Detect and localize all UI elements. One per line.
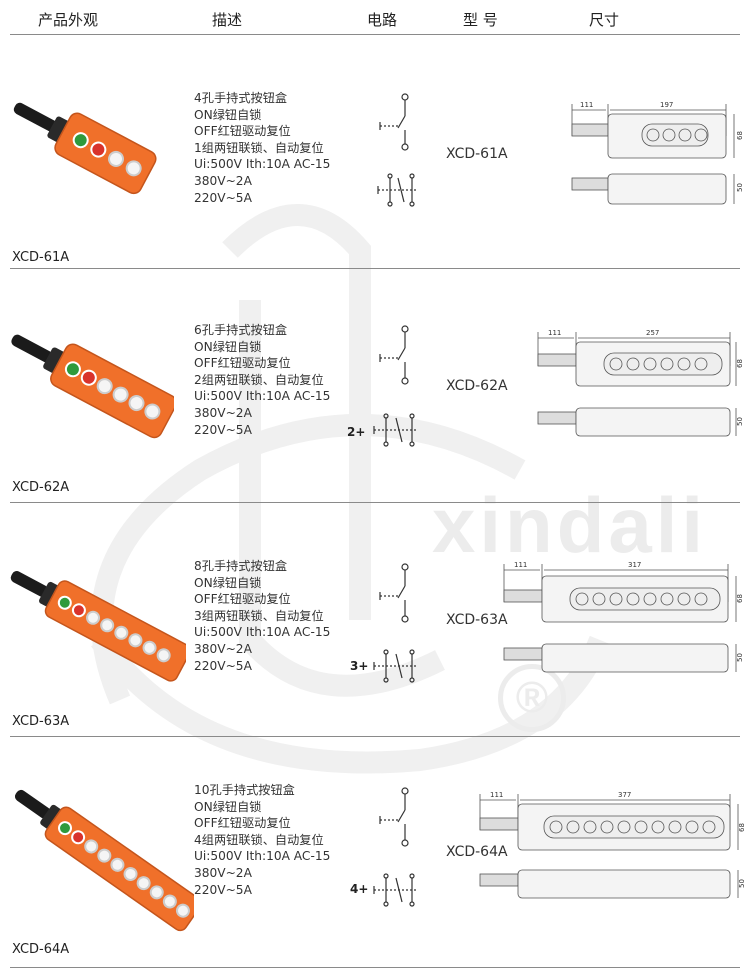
desc-line: 220V~5A — [194, 882, 252, 897]
circuit-multiplier: 2+ — [347, 425, 366, 439]
desc-line: 2组两钮联锁、自动复位 — [194, 372, 324, 387]
desc-line: 220V~5A — [194, 190, 252, 205]
dim-length: 317 — [628, 561, 641, 569]
product-label: XCD-62A — [12, 480, 70, 495]
header-circuit: 电路 — [367, 11, 398, 29]
desc-line: 220V~5A — [194, 658, 252, 673]
model-number: XCD-61A — [446, 146, 508, 162]
circuit-diagram — [373, 325, 416, 447]
desc-line: ON绿钮自锁 — [194, 575, 262, 590]
desc-line: ON绿钮自锁 — [194, 107, 262, 122]
desc-line: 380V~2A — [194, 173, 252, 188]
product-description: 6孔手持式按钮盒 ON绿钮自锁 OFF红钮驱动复位 2组两钮联锁、自动复位 Ui… — [194, 322, 330, 438]
product-description: 8孔手持式按钮盒 ON绿钮自锁 OFF红钮驱动复位 3组两钮联锁、自动复位 Ui… — [194, 558, 330, 674]
desc-line: 4组两钮联锁、自动复位 — [194, 832, 324, 847]
product-photo — [10, 571, 186, 682]
circuit-diagram — [373, 563, 416, 683]
dim-height-side: 50 — [738, 879, 746, 888]
product-photo — [14, 789, 194, 932]
dim-height-top: 68 — [738, 823, 746, 832]
dim-cable: 111 — [490, 791, 503, 799]
dimension-drawing: 111 197 68 50 — [571, 101, 744, 205]
desc-line: OFF红钮驱动复位 — [194, 816, 291, 831]
divider — [10, 502, 740, 503]
dim-height-top: 68 — [736, 594, 744, 603]
desc-line: 6孔手持式按钮盒 — [194, 323, 288, 337]
desc-line: 380V~2A — [194, 405, 252, 420]
desc-line: 10孔手持式按钮盒 — [194, 783, 295, 797]
dim-cable: 111 — [514, 561, 527, 569]
product-description: 10孔手持式按钮盒 ON绿钮自锁 OFF红钮驱动复位 4组两钮联锁、自动复位 U… — [194, 782, 330, 898]
dim-height-top: 68 — [736, 359, 744, 368]
divider — [10, 34, 740, 35]
desc-line: Ui:500V Ith:10A AC-15 — [194, 389, 331, 404]
divider — [10, 967, 740, 968]
desc-line: OFF红钮驱动复位 — [194, 592, 291, 607]
desc-line: Ui:500V Ith:10A AC-15 — [194, 625, 331, 640]
dim-length: 377 — [618, 791, 631, 799]
product-photo — [13, 102, 157, 195]
desc-line: OFF红钮驱动复位 — [194, 124, 291, 139]
desc-line: Ui:500V Ith:10A AC-15 — [194, 849, 331, 864]
dim-length: 257 — [646, 329, 659, 337]
dim-length: 197 — [660, 101, 673, 109]
dimension-drawing: 111 317 68 50 — [503, 561, 744, 673]
header-model: 型 号 — [463, 11, 498, 29]
product-label: XCD-64A — [12, 942, 70, 957]
desc-line: 380V~2A — [194, 641, 252, 656]
dimension-drawing: 111 257 68 50 — [537, 329, 744, 437]
product-label: XCD-63A — [12, 714, 70, 729]
product-description: 4孔手持式按钮盒 ON绿钮自锁 OFF红钮驱动复位 1组两钮联锁、自动复位 Ui… — [194, 90, 330, 206]
product-row: 4孔手持式按钮盒 ON绿钮自锁 OFF红钮驱动复位 1组两钮联锁、自动复位 Ui… — [0, 36, 750, 268]
circuit-diagram — [377, 93, 416, 207]
header-description: 描述 — [212, 11, 243, 29]
desc-line: ON绿钮自锁 — [194, 799, 262, 814]
header-appearance: 产品外观 — [38, 11, 99, 29]
model-number: XCD-62A — [446, 378, 508, 394]
product-row: 6孔手持式按钮盒 ON绿钮自锁 OFF红钮驱动复位 2组两钮联锁、自动复位 Ui… — [0, 270, 750, 502]
desc-line: 220V~5A — [194, 422, 252, 437]
dimension-drawing: 111 377 68 50 — [479, 791, 746, 899]
desc-line: 4孔手持式按钮盒 — [194, 91, 288, 105]
dim-cable: 111 — [548, 329, 561, 337]
header-dimensions: 尺寸 — [589, 11, 620, 29]
product-label: XCD-61A — [12, 250, 70, 265]
desc-line: ON绿钮自锁 — [194, 339, 262, 354]
divider — [10, 268, 740, 269]
circuit-diagram — [373, 787, 416, 907]
product-row: 8孔手持式按钮盒 ON绿钮自锁 OFF红钮驱动复位 3组两钮联锁、自动复位 Ui… — [0, 504, 750, 736]
dim-height-side: 50 — [736, 183, 744, 192]
product-photo — [11, 334, 174, 439]
circuit-multiplier: 4+ — [350, 882, 369, 896]
divider — [10, 736, 740, 737]
dim-height-side: 50 — [736, 653, 744, 662]
table-header: 产品外观 描述 电路 型 号 尺寸 — [0, 0, 750, 34]
desc-line: 380V~2A — [194, 865, 252, 880]
model-number: XCD-64A — [446, 844, 508, 860]
desc-line: Ui:500V Ith:10A AC-15 — [194, 157, 331, 172]
circuit-multiplier: 3+ — [350, 659, 369, 673]
model-number: XCD-63A — [446, 612, 508, 628]
desc-line: OFF红钮驱动复位 — [194, 356, 291, 371]
desc-line: 1组两钮联锁、自动复位 — [194, 140, 324, 155]
desc-line: 8孔手持式按钮盒 — [194, 559, 288, 573]
dim-height-side: 50 — [736, 417, 744, 426]
desc-line: 3组两钮联锁、自动复位 — [194, 608, 324, 623]
product-row: 10孔手持式按钮盒 ON绿钮自锁 OFF红钮驱动复位 4组两钮联锁、自动复位 U… — [0, 738, 750, 968]
dim-cable: 111 — [580, 101, 593, 109]
dim-height-top: 68 — [736, 131, 744, 140]
